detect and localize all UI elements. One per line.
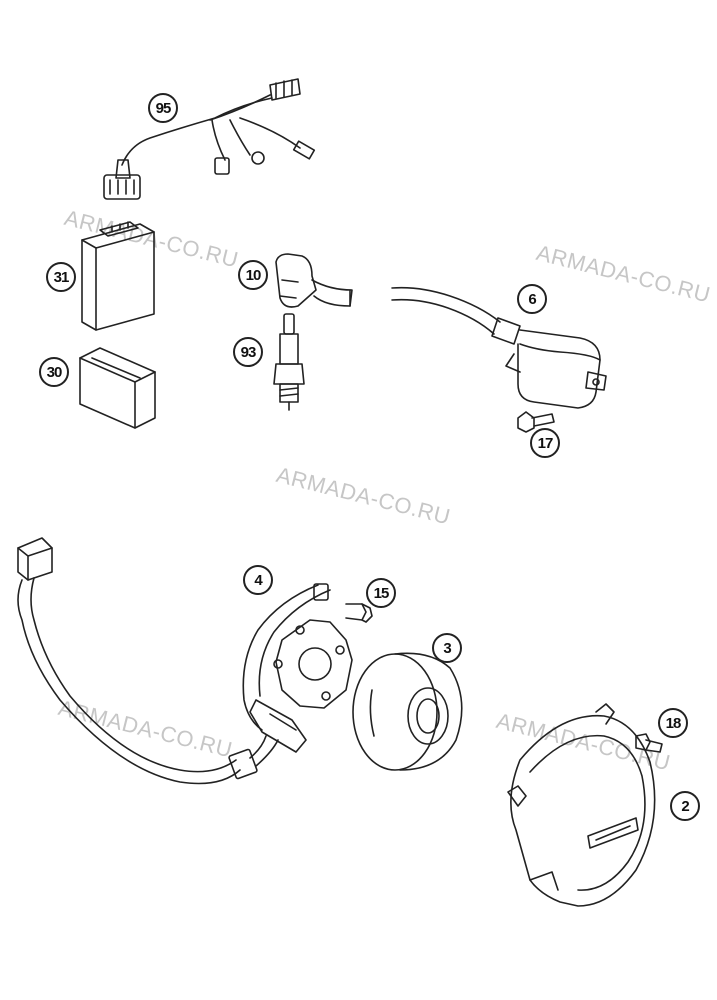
callout-15: 15 [366, 578, 396, 608]
spark-plug-icon [273, 313, 305, 411]
wiring-harness-icon [103, 78, 316, 200]
callout-17: 17 [530, 428, 560, 458]
callout-30: 30 [39, 357, 69, 387]
callout-10: 10 [238, 260, 268, 290]
callout-18: 18 [658, 708, 688, 738]
bolt-17-icon [517, 411, 555, 433]
pickup-loom-icon [17, 537, 279, 785]
ignition-coil-icon [391, 286, 607, 409]
bolt-18-icon [635, 733, 663, 753]
stator-icon [242, 583, 353, 753]
bolt-15-icon [345, 603, 373, 623]
rotor-icon [352, 652, 463, 771]
callout-3: 3 [432, 633, 462, 663]
callout-93: 93 [233, 337, 263, 367]
spark-plug-cap-icon [275, 253, 353, 308]
cdi-unit-icon [81, 221, 155, 331]
callout-4: 4 [243, 565, 273, 595]
callout-2: 2 [670, 791, 700, 821]
callout-6: 6 [517, 284, 547, 314]
rubber-holder-icon [79, 347, 156, 429]
callout-31: 31 [46, 262, 76, 292]
callout-95: 95 [148, 93, 178, 123]
ignition-cover-icon [507, 703, 656, 907]
